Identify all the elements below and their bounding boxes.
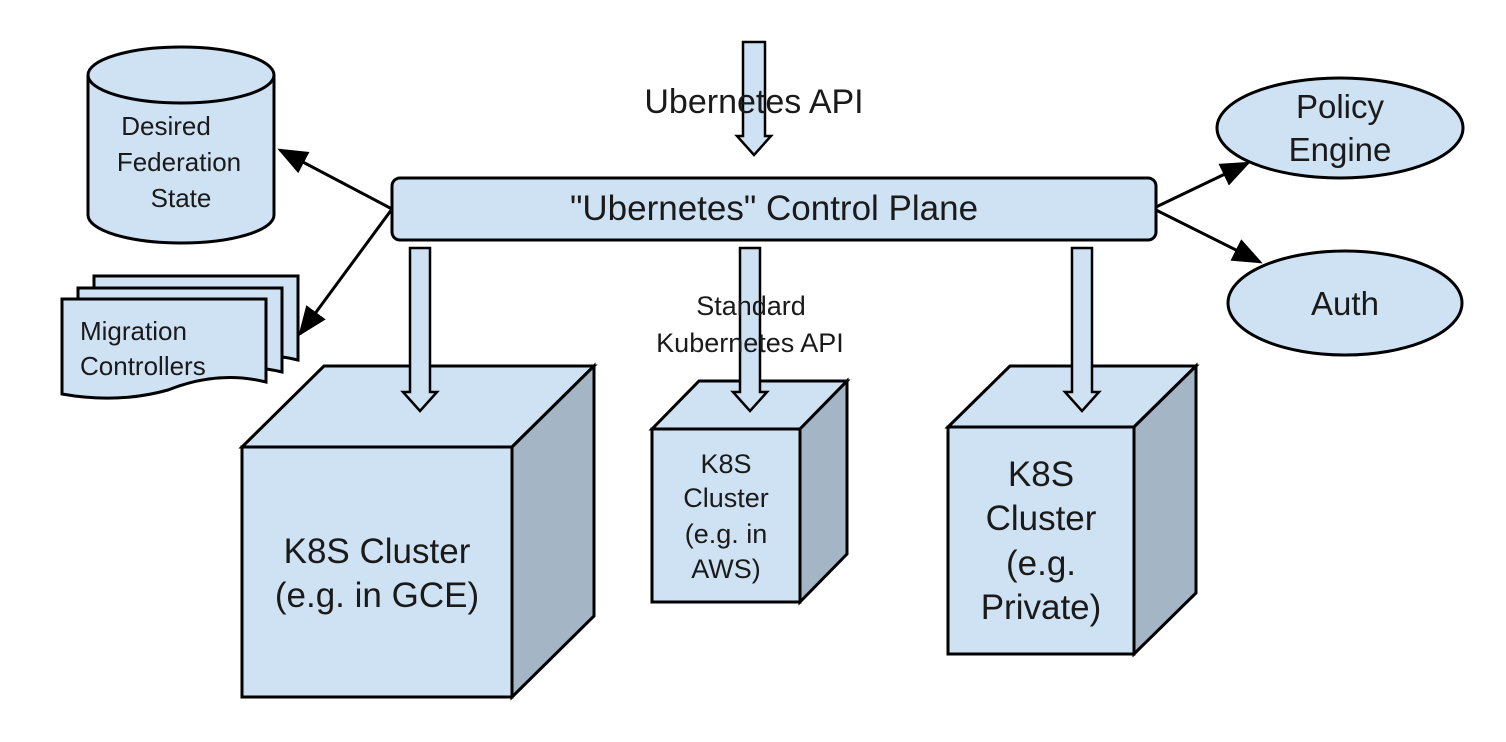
arrow-to-desired-state: [277, 148, 393, 211]
ubernetes-api-label: Ubernetes API: [644, 83, 863, 121]
desired-state-line-3: State: [151, 183, 212, 213]
arrow-down-private: [1062, 246, 1102, 413]
arrow-down-gce: [400, 246, 440, 413]
policy-line-1: Policy: [1296, 88, 1385, 125]
cluster-aws-line-3: (e.g. in: [685, 519, 768, 549]
arrow-to-migration: [298, 208, 394, 337]
cluster-private-line-2: Cluster: [986, 499, 1097, 538]
cluster-gce-cube: K8S Cluster (e.g. in GCE): [238, 362, 598, 701]
desired-state-line-2: Federation: [117, 147, 241, 177]
control-plane-bar: "Ubernetes" Control Plane: [390, 176, 1158, 242]
ubernetes-api-arrow: [734, 40, 774, 157]
cluster-private-line-3: (e.g.: [1006, 544, 1076, 583]
cluster-gce-line-2: (e.g. in GCE): [275, 576, 479, 615]
desired-state-line-1: Desired: [121, 111, 211, 141]
cluster-aws-line-2: Cluster: [683, 483, 769, 513]
cluster-gce-line-1: K8S Cluster: [284, 532, 471, 571]
policy-line-2: Engine: [1289, 131, 1392, 168]
standard-api-line-2: Kubernetes API: [656, 328, 844, 358]
cluster-aws-line-4: AWS): [691, 554, 761, 584]
standard-api-line-1: Standard: [696, 291, 806, 321]
cluster-private-line-1: K8S: [1008, 455, 1074, 494]
cluster-private-cube: K8S Cluster (e.g. Private): [944, 362, 1200, 658]
cluster-aws-cube: K8S Cluster (e.g. in AWS): [648, 377, 851, 606]
auth-label: Auth: [1311, 285, 1379, 322]
desired-federation-state-db: Desired Federation State: [86, 45, 276, 245]
arrow-down-aws: [730, 246, 770, 413]
cluster-aws-line-1: K8S: [700, 449, 751, 479]
arrow-to-policy-engine: [1155, 161, 1251, 209]
migration-line-1: Migration: [80, 316, 187, 346]
policy-engine-node: Policy Engine: [1215, 76, 1465, 180]
migration-line-2: Controllers: [80, 351, 206, 381]
migration-controllers-docs: Migration Controllers: [60, 274, 300, 400]
control-plane-label: "Ubernetes" Control Plane: [570, 189, 978, 228]
auth-node: Auth: [1226, 249, 1464, 357]
arrow-to-auth: [1155, 208, 1263, 264]
cluster-private-line-4: Private): [981, 588, 1102, 627]
